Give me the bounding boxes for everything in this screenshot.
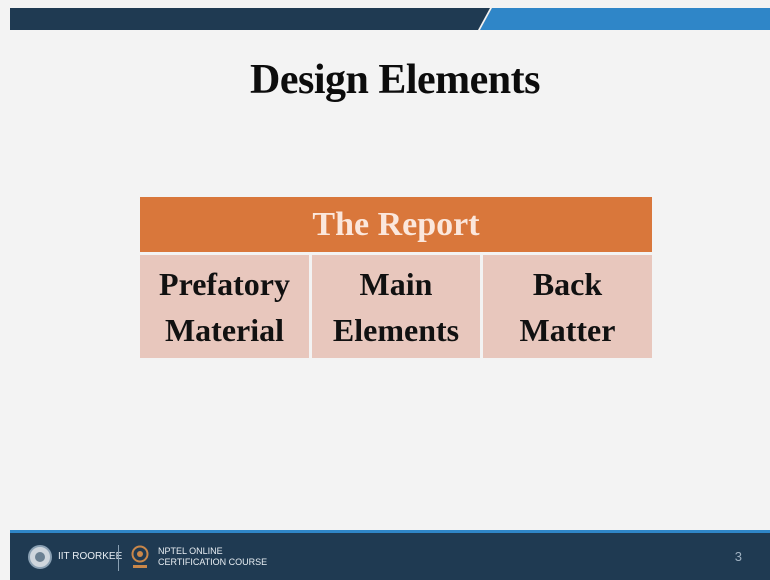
institute-name: IIT ROORKEE <box>58 551 123 562</box>
report-table-header: The Report <box>140 197 652 252</box>
course-line-1: NPTEL ONLINE <box>158 546 223 556</box>
course-label: NPTEL ONLINE CERTIFICATION COURSE <box>158 546 267 568</box>
cell-back-matter: Back Matter <box>483 255 652 358</box>
cell-line: Prefatory <box>159 265 290 302</box>
top-banner <box>10 8 770 30</box>
report-table: The Report Prefatory Material Main Eleme… <box>140 197 652 358</box>
report-table-row: Prefatory Material Main Elements Back Ma… <box>140 255 652 358</box>
cell-line: Main <box>359 265 433 302</box>
slide-title: Design Elements <box>250 57 541 103</box>
footer-divider <box>118 545 119 571</box>
page-number: 3 <box>734 549 742 564</box>
cell-line: Matter <box>519 311 616 348</box>
course-line-2: CERTIFICATION COURSE <box>158 557 268 567</box>
cell-line: Back <box>532 265 603 302</box>
cell-line: Material <box>164 311 285 348</box>
footer-bar: IIT ROORKEE NPTEL ONLINE CERTIFICATION C… <box>10 530 770 580</box>
nptel-logo-icon <box>131 545 149 568</box>
cell-prefatory-material: Prefatory Material <box>140 255 309 358</box>
top-banner-accent <box>480 8 770 30</box>
cell-line: Elements <box>332 311 460 348</box>
cell-main-elements: Main Elements <box>312 255 480 358</box>
iit-roorkee-logo-icon <box>28 545 52 569</box>
